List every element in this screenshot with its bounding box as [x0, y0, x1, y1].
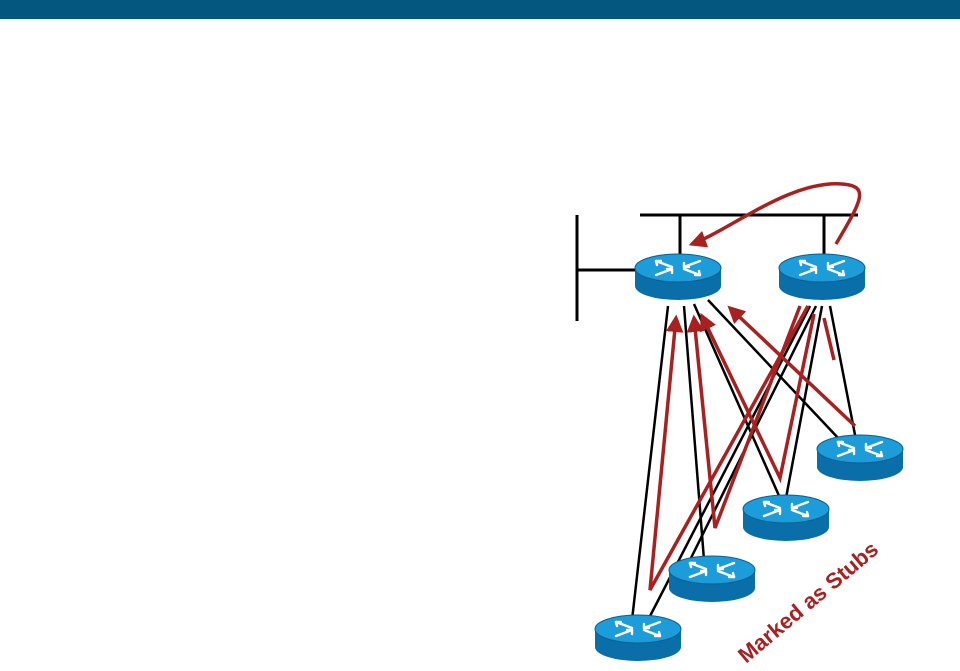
link-hubR-stub3: [784, 305, 824, 499]
arrow-stub4-path: [730, 308, 857, 428]
router-icon: [667, 554, 757, 604]
router-stub-2: [667, 554, 757, 604]
router-icon: [741, 493, 831, 543]
router-icon: [777, 252, 867, 302]
router-hub-right: [777, 252, 867, 302]
arrow-hubR-to-hubL: [688, 182, 862, 248]
header-bar: [0, 0, 960, 19]
router-icon: [815, 433, 905, 483]
arrow-stub3-path: [700, 312, 816, 484]
router-icon: [593, 613, 683, 663]
router-stub-1: [593, 613, 683, 663]
router-icon: [633, 252, 723, 302]
router-stub-4: [815, 433, 905, 483]
link-hubR-stub4: [828, 305, 858, 441]
stub-label: Marked as Stubs: [733, 536, 883, 668]
link-hubL-stub1: [630, 305, 670, 621]
router-hub-left: [633, 252, 723, 302]
update-arrows: [648, 182, 862, 591]
arrow-stub1-path: [648, 305, 810, 591]
router-stub-3: [741, 493, 831, 543]
link-hubL-stub3: [692, 303, 782, 499]
arrow-stub2-path: [686, 305, 802, 529]
